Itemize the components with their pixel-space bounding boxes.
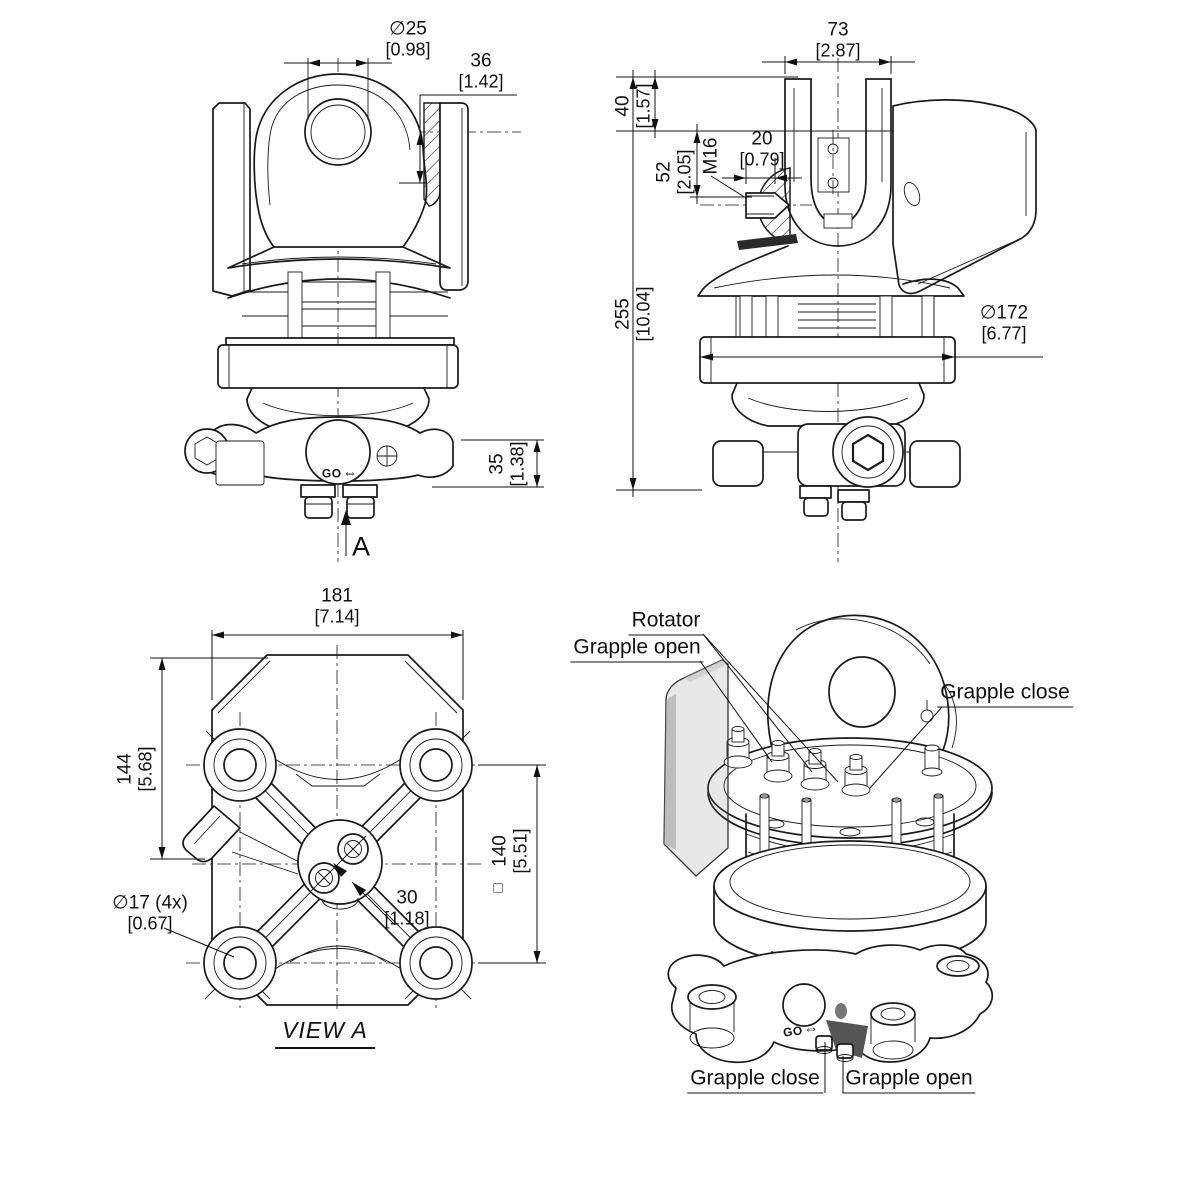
front-go-marking: GO⇔ (321, 464, 359, 482)
front-view-drawing (184, 58, 544, 562)
dim-clevis-width: 73 [2.87] (815, 19, 861, 61)
dim-bolt-square: 140 [5.51] (489, 828, 531, 874)
bottom-view-drawing (150, 630, 546, 1013)
square-symbol: □ (493, 879, 503, 897)
dim-plate-height: 144 [5.68] (114, 746, 156, 792)
grapple-close-top-label: Grapple close (937, 681, 1073, 708)
view-a-title: VIEW A (275, 1017, 375, 1049)
dim-plate-width: 181 [7.14] (314, 585, 360, 627)
iso-go-marking: GO⇔ (782, 1019, 820, 1040)
dim-flange-diameter: ∅172 [6.77] (979, 302, 1029, 344)
rotator-label: Rotator (628, 609, 704, 636)
grapple-open-top-label: Grapple open (570, 636, 704, 663)
dim-top-height: 40 [1.57] (612, 83, 654, 129)
dim-hole-diameter: ∅17 (4x) [0.67] (112, 892, 188, 934)
iso-view-drawing (663, 614, 994, 1093)
dim-thread-depth: 20 [0.79] (739, 128, 785, 170)
thread-label: M16 (700, 137, 722, 175)
dim-bolt-spacing: 30 [1.18] (384, 887, 430, 929)
grapple-open-bottom-label: Grapple open (842, 1067, 976, 1094)
side-view-drawing (616, 56, 1043, 562)
dim-pin-diameter: ∅25 [0.98] (385, 18, 431, 60)
dim-manifold-height: 35 [1.38] (486, 441, 528, 487)
dim-total-height: 255 [10.04] (612, 286, 654, 342)
dim-bracket-offset: 36 [1.42] (458, 50, 504, 92)
grapple-close-bottom-label: Grapple close (687, 1067, 823, 1094)
iso-fittings (723, 726, 943, 797)
dim-boss-height: 52 [2.05] (653, 149, 695, 195)
view-arrow-label: A (351, 531, 371, 562)
